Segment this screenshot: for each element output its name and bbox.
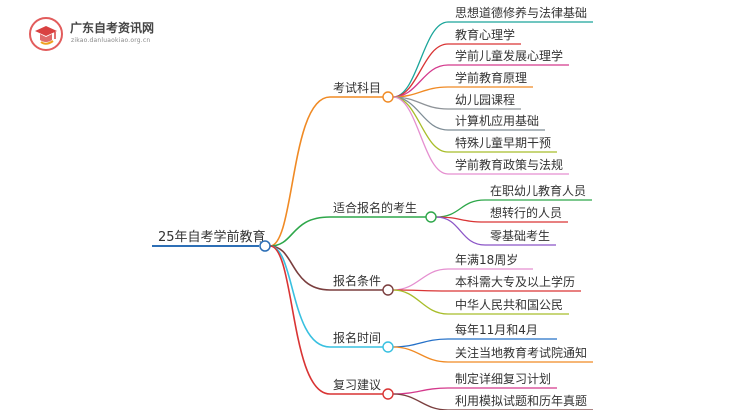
branch-label[interactable]: 报名条件 (333, 273, 381, 288)
leaf-label[interactable]: 在职幼儿教育人员 (490, 183, 586, 198)
root-node-circle[interactable] (259, 240, 271, 252)
leaf-label[interactable]: 本科需大专及以上学历 (455, 274, 575, 289)
branch-node-circle[interactable] (382, 388, 394, 400)
leaf-label[interactable]: 学前儿童发展心理学 (455, 48, 563, 63)
leaf-label[interactable]: 利用模拟试题和历年真题 (455, 393, 587, 408)
leaf-label[interactable]: 中华人民共和国公民 (455, 297, 563, 312)
branch-node-circle[interactable] (382, 91, 394, 103)
leaf-connector (392, 268, 449, 291)
branch-node-circle[interactable] (425, 211, 437, 223)
logo-subtitle: zikao.danluaokiao.org.cn (71, 37, 151, 44)
branch-connector (269, 245, 331, 395)
branch-connector (269, 245, 331, 291)
leaf-label[interactable]: 学前教育政策与法规 (455, 157, 563, 172)
leaf-label[interactable]: 特殊儿童早期干预 (455, 135, 551, 150)
leaf-label[interactable]: 制定详细复习计划 (455, 371, 551, 386)
leaf-connector (392, 21, 449, 98)
leaf-label[interactable]: 幼儿园课程 (455, 92, 515, 107)
leaf-connector (392, 338, 449, 348)
leaf-label[interactable]: 计算机应用基础 (455, 113, 539, 128)
leaf-connector (392, 289, 449, 315)
logo-title: 广东自考资讯网 (70, 21, 155, 35)
branch-connector (269, 216, 331, 247)
branch-label[interactable]: 复习建议 (333, 378, 381, 392)
branch-connector (269, 245, 331, 348)
root-label[interactable]: 25年自考学前教育 (158, 229, 266, 245)
branch-label[interactable]: 适合报名的考生 (333, 200, 417, 215)
mindmap-edges (152, 21, 593, 410)
leaf-connector (392, 96, 449, 153)
leaf-connector (392, 43, 449, 98)
branch-label[interactable]: 报名时间 (333, 330, 381, 345)
mindmap-nodes: 25年自考学前教育 考试科目 思想道德修养与法律基础教育心理学学前儿童发展心理学学前… (158, 5, 587, 408)
leaf-label[interactable]: 年满18周岁 (455, 252, 518, 267)
leaf-connector (392, 387, 449, 395)
branch-node-circle[interactable] (382, 341, 394, 353)
branch-connector (269, 96, 331, 247)
leaf-label[interactable]: 零基础考生 (490, 229, 550, 243)
leaf-label[interactable]: 想转行的人员 (490, 205, 562, 220)
leaf-connector (435, 216, 486, 246)
leaf-connector (392, 346, 449, 363)
leaf-label[interactable]: 每年11月和4月 (455, 322, 538, 337)
branch-label[interactable]: 考试科目 (333, 80, 381, 95)
leaf-label[interactable]: 教育心理学 (455, 27, 515, 42)
branch-node-circle[interactable] (382, 284, 394, 296)
leaf-label[interactable]: 学前教育原理 (455, 70, 527, 85)
leaf-connector (392, 96, 449, 175)
leaf-connector (435, 199, 486, 218)
leaf-connector (392, 393, 449, 410)
leaf-label[interactable]: 思想道德修养与法律基础 (455, 5, 587, 20)
leaf-label[interactable]: 关注当地教育考试院通知 (455, 345, 587, 360)
graduation-cap-icon (29, 17, 63, 51)
site-logo[interactable]: 广东自考资讯网 zikao.danluaokiao.org.cn (28, 16, 168, 56)
